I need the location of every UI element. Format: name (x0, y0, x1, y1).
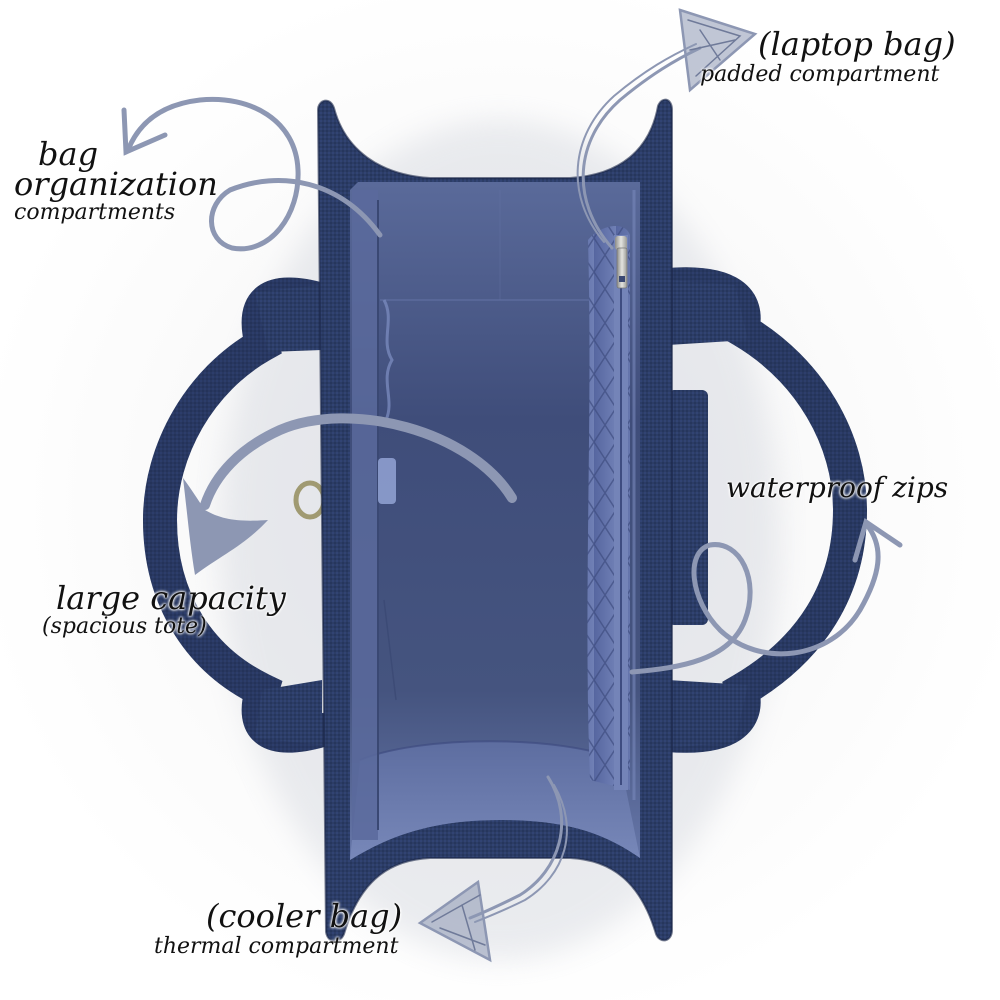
laptop-sleeve (587, 190, 636, 800)
annotation-cooler: (cooler bag) thermal compartment (154, 900, 402, 958)
bag-lining (350, 182, 640, 860)
pen-loop (378, 458, 396, 504)
cooler-compartment (350, 741, 640, 860)
organization-title-line1: bag (38, 135, 99, 173)
cooler-title: (cooler bag) (206, 897, 403, 935)
organization-arrow-icon (121, 96, 383, 252)
side-pocket (668, 390, 708, 625)
organization-subtitle: compartments (14, 200, 176, 225)
right-handle (651, 267, 868, 753)
zips-title: waterproof zips (726, 471, 949, 504)
laptop-title: (laptop bag) (758, 25, 956, 63)
laptop-subtitle: padded compartment (700, 62, 940, 87)
capacity-arrow-icon (183, 413, 517, 575)
cooler-arrow-icon (417, 775, 568, 963)
capacity-title: large capacity (56, 579, 286, 617)
left-handle (142, 277, 339, 753)
organization-title-line2: organization (14, 165, 218, 203)
annotation-organization: bag organization compartments (14, 138, 218, 224)
annotation-laptop: (laptop bag) padded compartment (700, 28, 956, 86)
capacity-subtitle: (spacious tote) (42, 614, 207, 639)
annotation-capacity: large capacity (spacious tote) (42, 582, 286, 638)
zipper-pull-icon (615, 236, 628, 289)
zips-arrow-icon (629, 518, 903, 675)
organizer-pockets (352, 190, 397, 840)
annotation-zips: waterproof zips (726, 474, 948, 502)
laptop-arrow-icon (576, 8, 758, 250)
cooler-subtitle: thermal compartment (154, 934, 399, 959)
